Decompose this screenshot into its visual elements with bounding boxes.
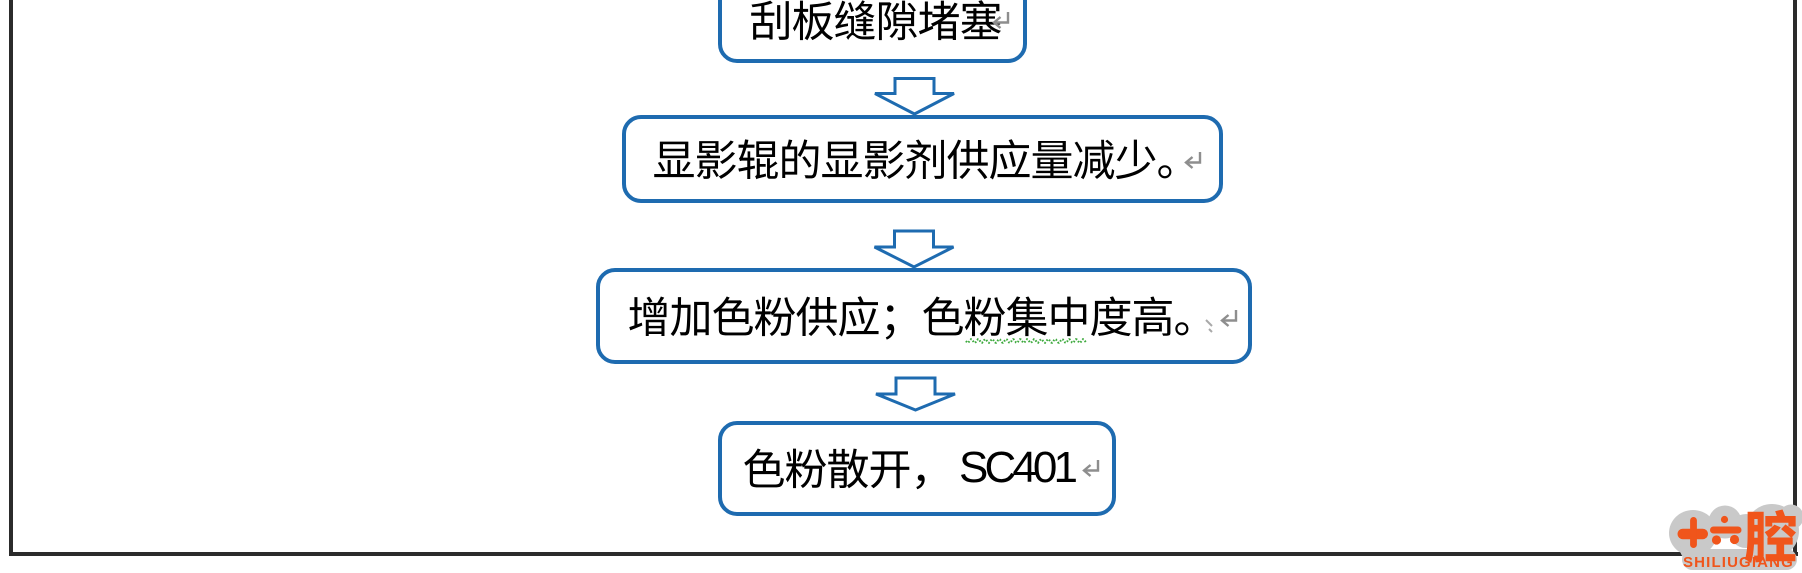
svg-text:SC401: SC401: [959, 443, 1078, 492]
svg-text:SHILIUGIANG: SHILIUGIANG: [1683, 554, 1793, 571]
